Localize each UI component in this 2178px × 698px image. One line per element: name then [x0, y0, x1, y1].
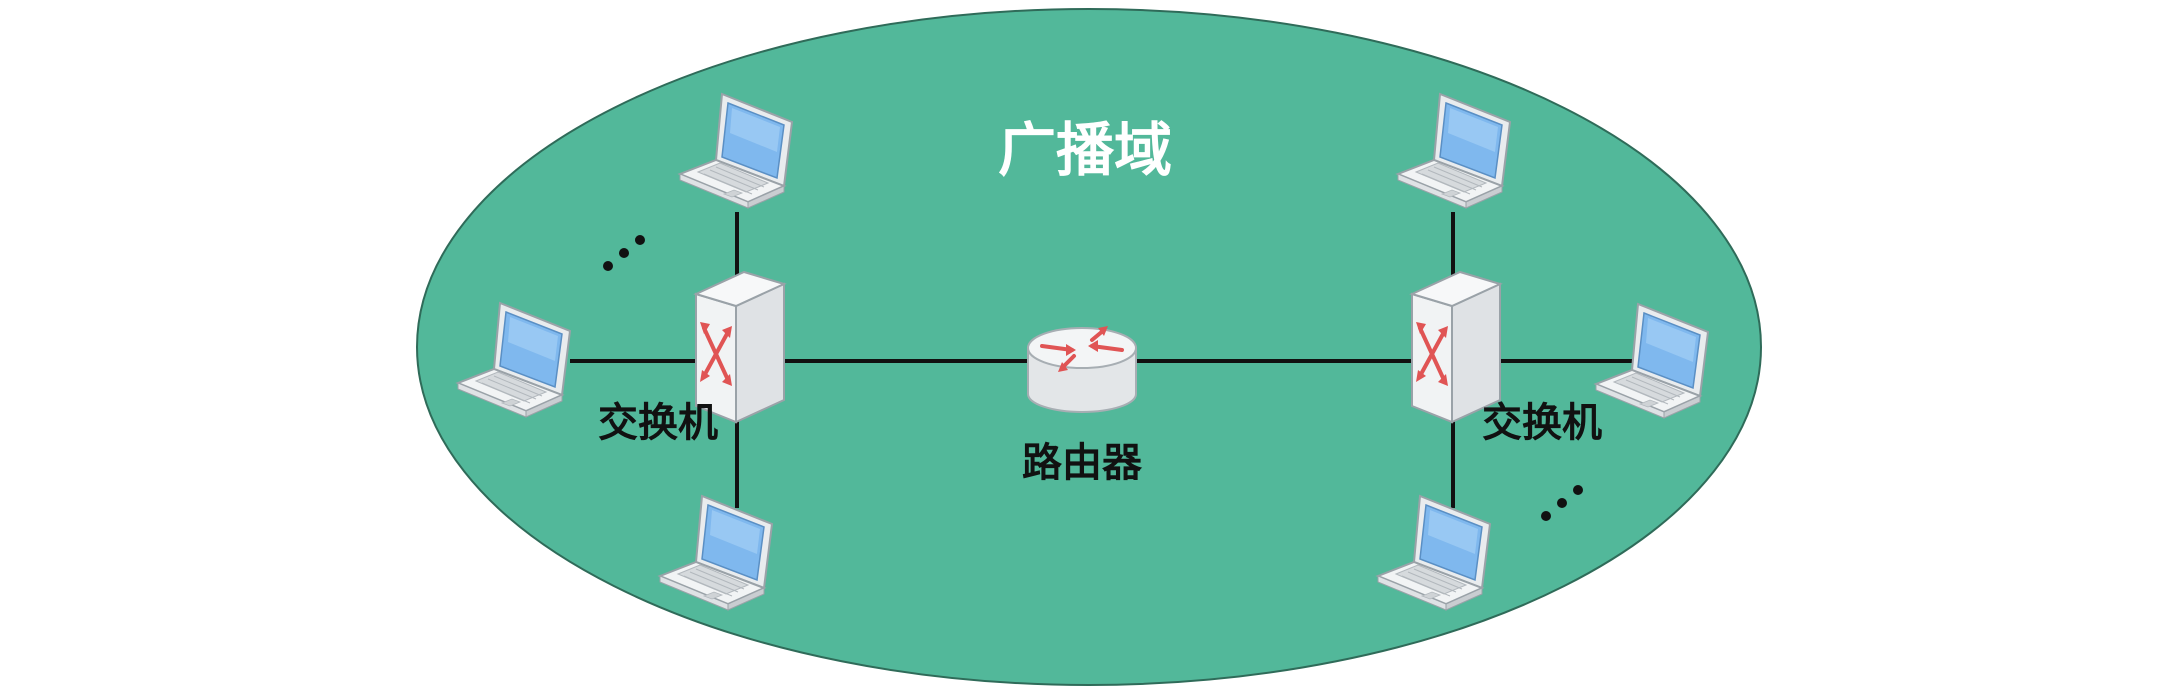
router-icon — [1026, 324, 1138, 414]
router-label: 路由器 — [1022, 440, 1143, 486]
right-switch-label: 交换机 — [1482, 400, 1602, 446]
ellipsis-dots-right — [1541, 485, 1583, 521]
left-switch-label: 交换机 — [598, 400, 718, 446]
broadcast-domain-title: 广播域 — [998, 116, 1172, 184]
ellipsis-dots-left — [603, 235, 645, 271]
